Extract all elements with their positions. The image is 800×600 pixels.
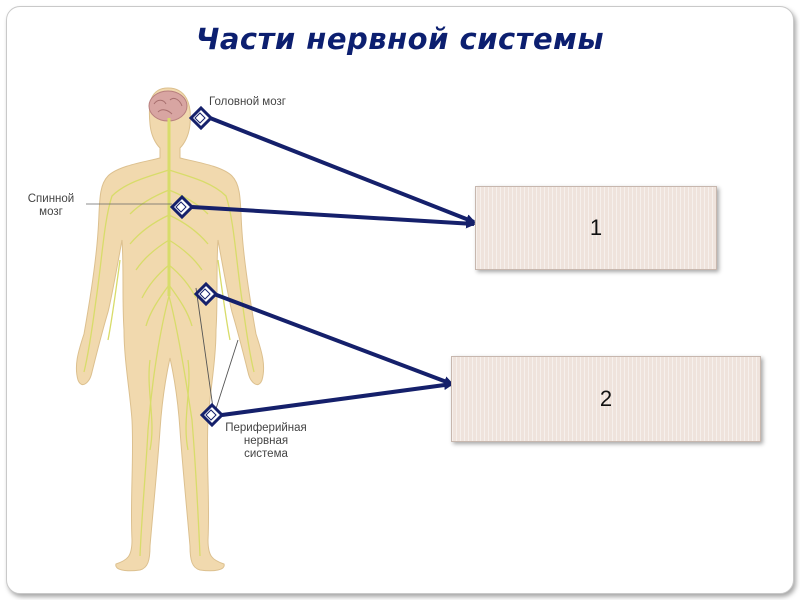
arrow-spinal-to-box1 [191,205,476,229]
diamond-markers [169,105,225,428]
label-peripheral-line2: нервная [243,435,289,447]
answer-box-1-label: 1 [589,215,603,240]
answer-box-1: 1 [475,186,717,270]
arrow-peripheral-lower-to-box2 [221,380,454,417]
label-brain-text: Головной мозг [209,96,286,108]
diamond-marker-brain [188,105,214,131]
brain-shape [148,90,188,122]
human-body-figure [75,87,265,572]
arrow-peripheral-upper-to-box2 [213,292,454,386]
page-title: Части нервной системы [195,22,605,56]
diamond-marker-peripheral-upper [193,281,219,307]
label-spinal-cord: Спинной мозг [20,193,82,219]
diamond-marker-spinal [169,194,195,220]
nerve-network [83,118,255,557]
answer-box-2-label: 2 [599,386,613,411]
diamond-marker-peripheral-lower [199,402,225,428]
arrows [191,116,476,417]
label-brain: Головной мозг [209,96,286,109]
label-peripheral-nervous-system: Периферийная нервная система [204,422,328,461]
arrow-brain-to-box1 [209,116,476,224]
label-peripheral-line3: система [244,448,288,460]
label-spinal-cord-line2: мозг [39,206,63,218]
label-spinal-cord-line1: Спинной [27,193,75,205]
answer-box-2: 2 [451,356,761,442]
label-peripheral-line1: Периферийная [225,422,307,434]
